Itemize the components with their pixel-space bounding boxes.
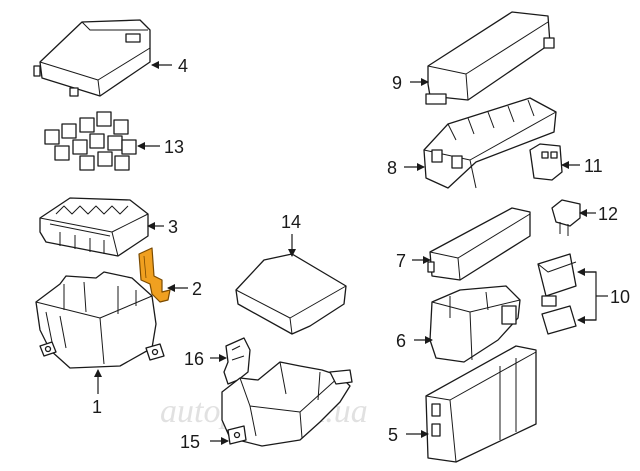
callout-15: 15 [180,432,229,452]
part-9-relay-block [425,11,555,105]
callout-8-label: 8 [387,158,397,178]
callout-16: 16 [184,349,227,369]
callout-16-label: 16 [184,349,204,369]
callout-2-label: 2 [192,279,202,299]
callout-3-label: 3 [168,217,178,237]
callout-7: 7 [396,251,431,271]
part-7-relay-block [427,207,531,281]
callout-10-label: 10 [610,287,630,307]
callout-12-label: 12 [598,204,618,224]
part-5-fuse-box-housing [425,345,537,463]
callout-15-label: 15 [180,432,200,452]
callout-5: 5 [388,425,429,445]
part-8-connector-block [423,97,557,189]
callout-12: 12 [579,204,618,224]
callout-14: 14 [281,212,301,257]
callout-11: 11 [561,156,603,176]
part-15-base-bracket [221,361,353,447]
part-4-fuse-box-cover [33,19,151,97]
callout-4: 4 [151,56,188,76]
callout-7-label: 7 [396,251,406,271]
callout-4-label: 4 [178,56,188,76]
part-3-fuse-block [39,197,149,257]
callout-1-label: 1 [92,397,102,417]
part-12-small-fuse [551,199,581,236]
callout-5-label: 5 [388,425,398,445]
part-10-small-relays [537,253,577,335]
part-6-connector-housing [429,285,521,363]
callout-9-label: 9 [392,73,402,93]
part-14-flat-cover [235,253,347,335]
callout-2: 2 [167,279,202,299]
part-11-small-connector [529,143,563,181]
callout-6: 6 [396,331,433,351]
callout-9: 9 [392,73,429,93]
part-16-small-bracket [223,337,251,385]
callout-14-label: 14 [281,212,301,232]
callout-11-label: 11 [584,156,603,176]
callout-13: 13 [137,137,184,157]
callout-10: 10 [577,268,630,324]
callout-8: 8 [387,158,425,178]
part-1-lower-housing [35,271,165,369]
callout-3: 3 [147,217,178,237]
callout-1: 1 [92,369,102,417]
part-2-bracket-highlighted [138,247,171,303]
callout-6-label: 6 [396,331,406,351]
part-13-relay-cluster [44,111,137,171]
callout-13-label: 13 [164,137,184,157]
